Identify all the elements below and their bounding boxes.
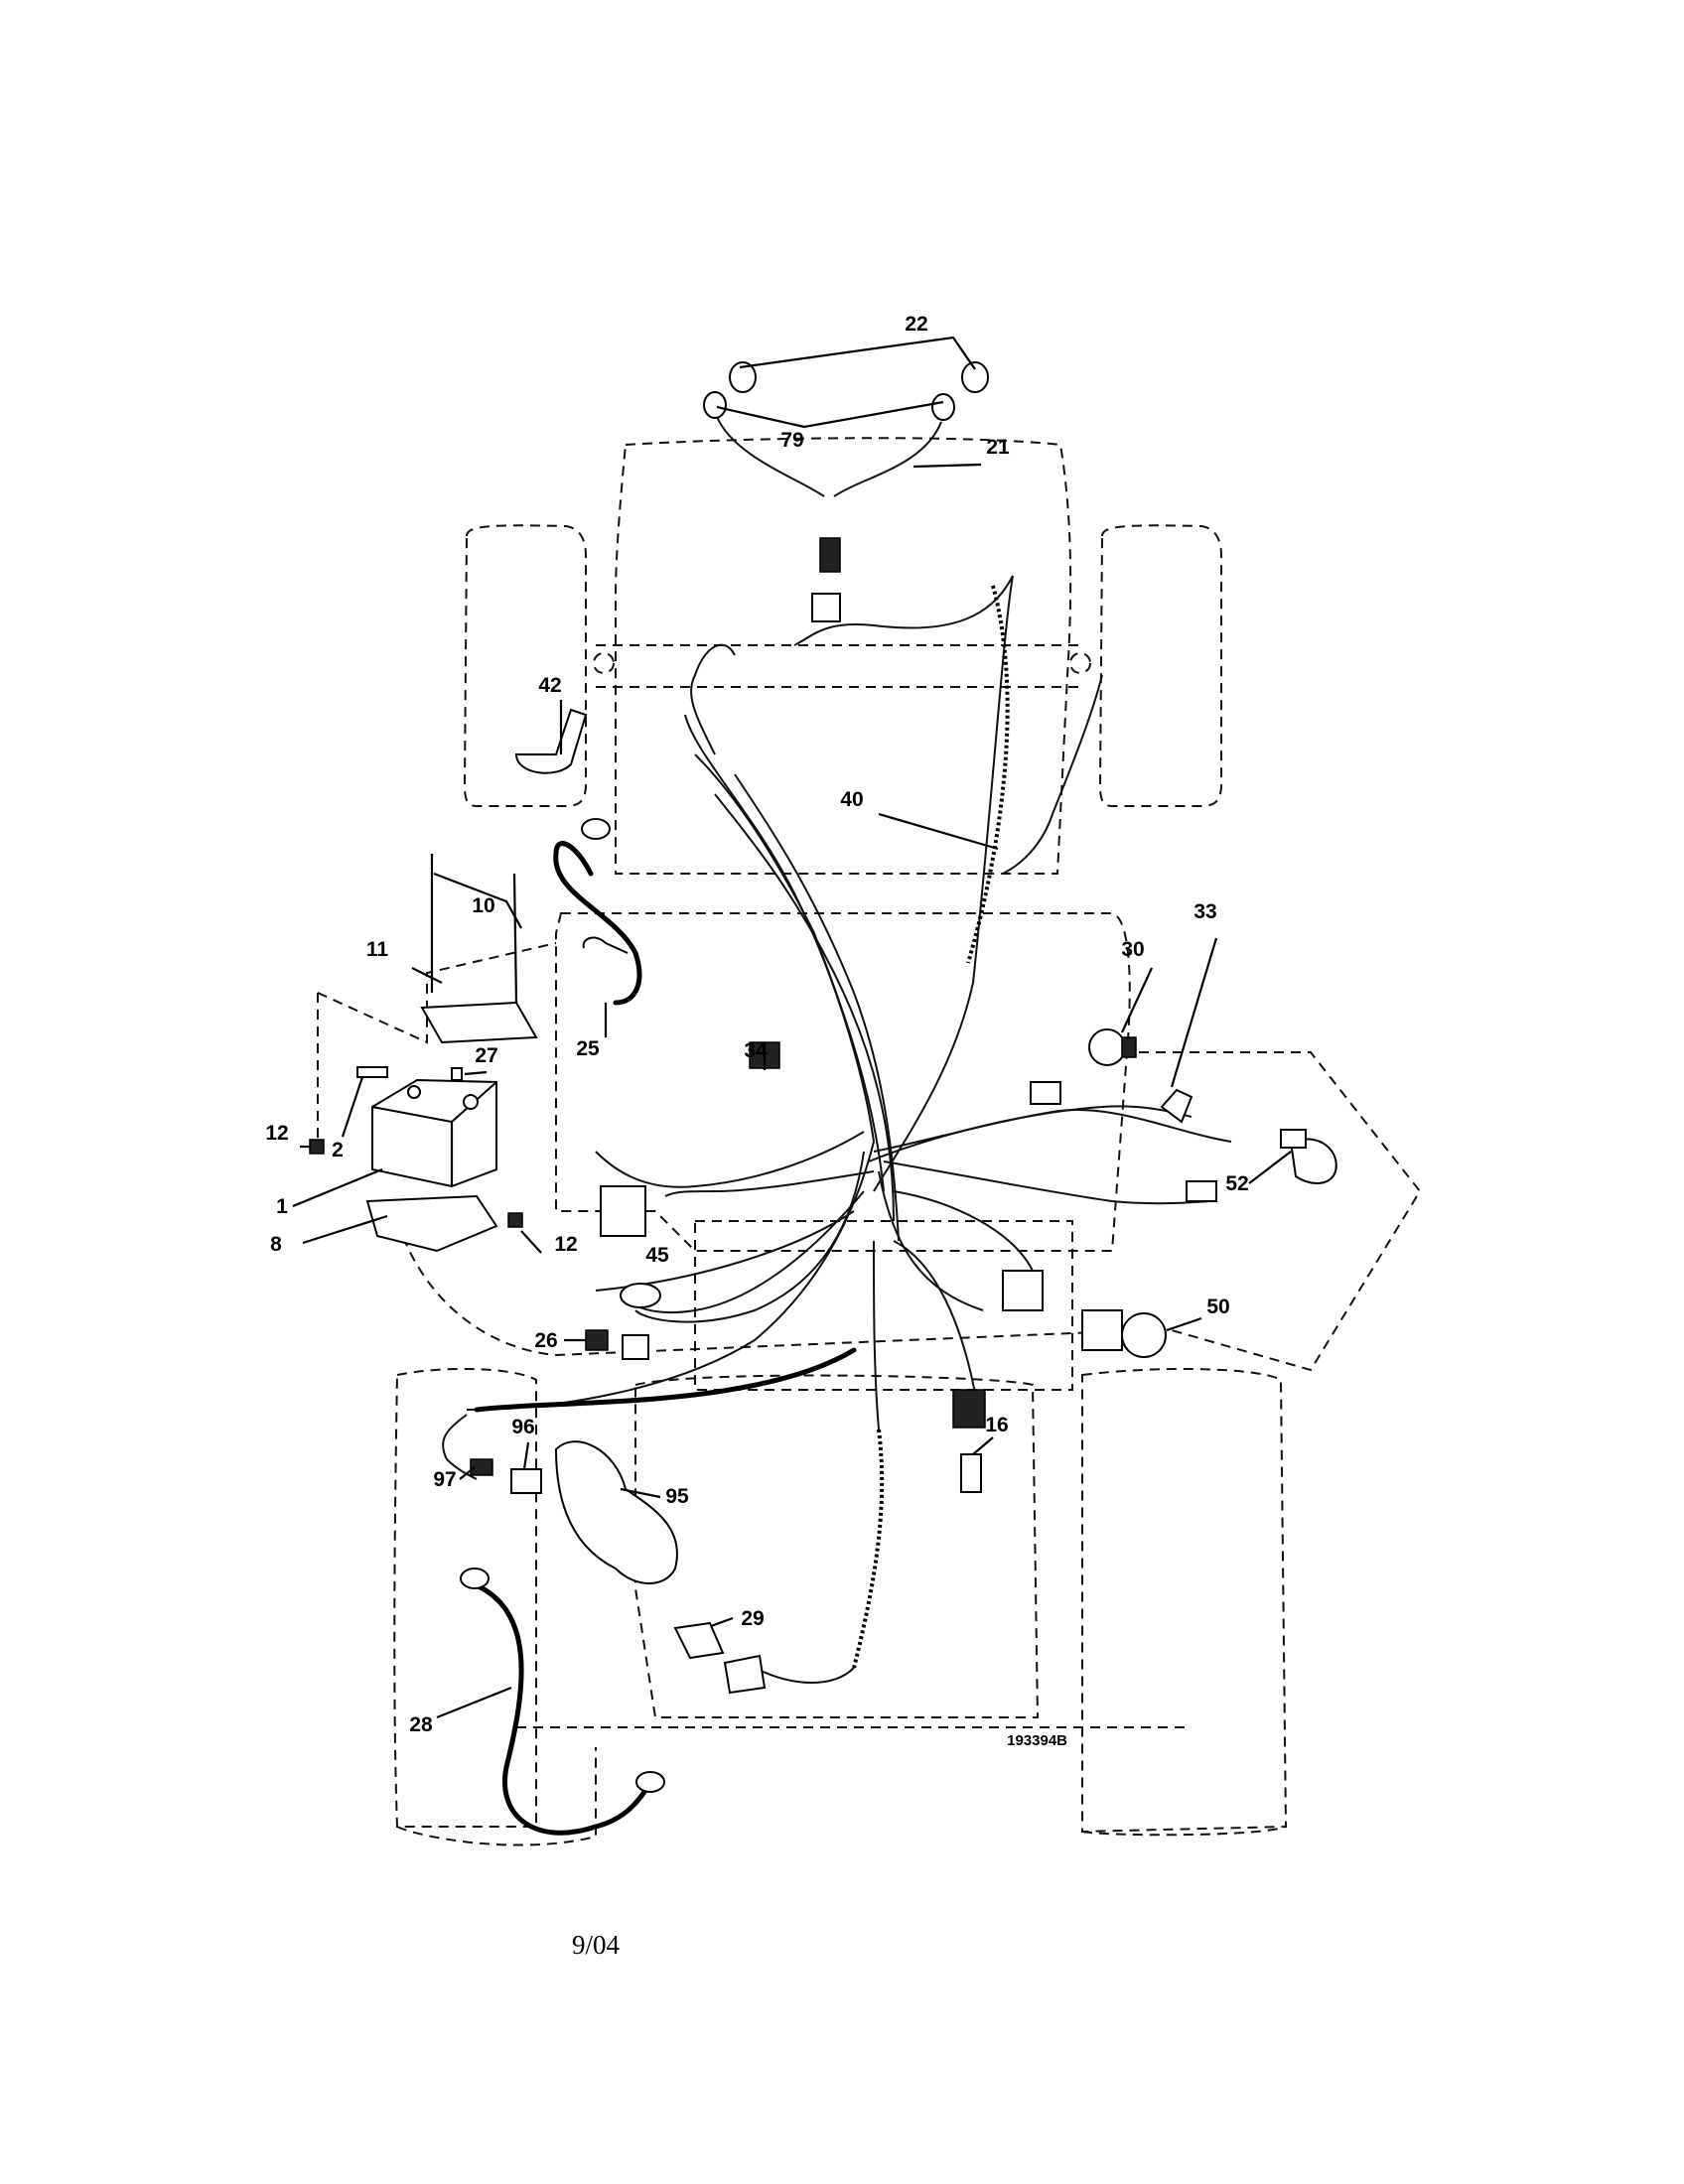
callout-labels: 22 79 21 42 40 10 11 33 30 25 34 27 12 2… xyxy=(265,313,1248,1736)
callout-45: 45 xyxy=(645,1244,669,1267)
callout-97: 97 xyxy=(433,1468,456,1491)
lower-harness-lead xyxy=(754,1667,855,1684)
light-connector xyxy=(811,593,841,622)
fuse-26 xyxy=(585,1329,609,1351)
headlight-assembly xyxy=(703,361,989,573)
callout-12-right: 12 xyxy=(554,1233,577,1256)
module-45 xyxy=(600,1185,646,1237)
coiled-conduit-upper xyxy=(966,585,1010,964)
callout-22: 22 xyxy=(905,313,927,336)
battery-bolt xyxy=(356,1066,388,1078)
callout-16: 16 xyxy=(985,1414,1008,1436)
ignition-switch-30 xyxy=(1088,1028,1137,1066)
pto-switch-50 xyxy=(1081,1309,1167,1358)
leader-lines xyxy=(292,336,1292,1719)
ring-terminal xyxy=(620,1283,661,1308)
ground-terminal-25 xyxy=(582,936,629,954)
battery-tray xyxy=(365,1194,498,1253)
ignition-connector-42 xyxy=(514,708,588,774)
callout-95: 95 xyxy=(665,1485,689,1508)
connector-97 xyxy=(470,1458,493,1476)
callout-27: 27 xyxy=(475,1044,497,1067)
battery-hold-down xyxy=(420,854,538,1044)
battery-cable-end xyxy=(581,818,611,840)
bracket-95 xyxy=(554,1440,678,1584)
relay-33 xyxy=(1160,1088,1193,1124)
hex-nut-right xyxy=(507,1212,523,1228)
callout-11: 11 xyxy=(366,938,389,961)
callout-50: 50 xyxy=(1206,1296,1229,1318)
hex-nut-left xyxy=(309,1139,325,1155)
callout-25: 25 xyxy=(576,1037,600,1060)
callout-29: 29 xyxy=(741,1607,764,1630)
fuse-cap xyxy=(1280,1129,1307,1149)
connector-26 xyxy=(622,1334,649,1360)
coiled-conduit-lower xyxy=(852,1429,885,1669)
battery xyxy=(371,1078,497,1188)
callout-10: 10 xyxy=(472,894,494,917)
callout-2: 2 xyxy=(332,1139,344,1161)
callout-33: 33 xyxy=(1193,900,1216,923)
callout-30: 30 xyxy=(1121,938,1144,961)
callout-21: 21 xyxy=(986,436,1010,459)
callout-96: 96 xyxy=(511,1416,534,1438)
fuse-holder xyxy=(1186,1180,1217,1202)
callout-1: 1 xyxy=(276,1195,288,1218)
callout-52: 52 xyxy=(1225,1172,1248,1195)
callout-34: 34 xyxy=(744,1039,768,1062)
callout-26: 26 xyxy=(534,1329,557,1352)
switch-96 xyxy=(510,1468,542,1494)
ground-cable-end-top xyxy=(460,1568,490,1589)
callout-42: 42 xyxy=(538,674,561,697)
callout-28: 28 xyxy=(409,1713,433,1736)
callout-79: 79 xyxy=(780,429,803,452)
ground-cable-end-bottom xyxy=(635,1771,665,1793)
fuse-52 xyxy=(1289,1138,1337,1184)
callout-12-left: 12 xyxy=(265,1122,288,1145)
harness-connector xyxy=(1030,1081,1061,1105)
drawing-number: 193394B xyxy=(1007,1732,1067,1749)
switch-16 xyxy=(960,1453,982,1493)
seat-switch-29 xyxy=(673,1621,767,1695)
callout-8: 8 xyxy=(270,1233,282,1256)
connector-16 xyxy=(952,1389,986,1429)
revision-date: 9/04 xyxy=(572,1930,621,1960)
battery-nut xyxy=(451,1067,463,1081)
callout-40: 40 xyxy=(840,788,863,811)
connector-block xyxy=(1002,1270,1044,1311)
